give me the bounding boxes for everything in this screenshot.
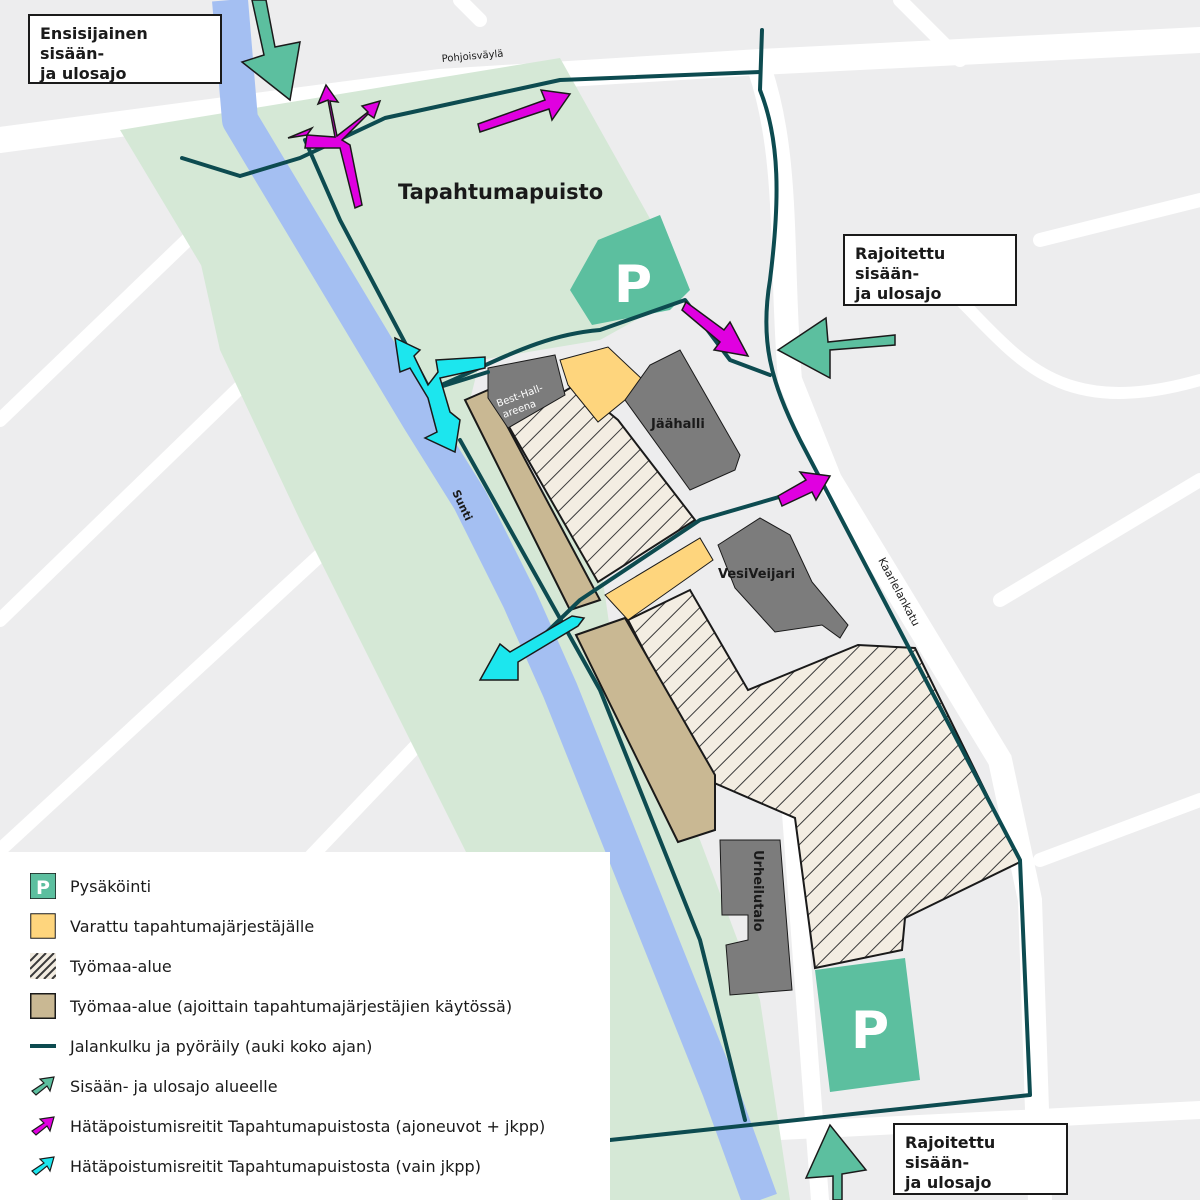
entry-arrow-north[interactable]: [240, 0, 301, 102]
street-west-3: [0, 493, 387, 857]
legend-label-entry: Sisään- ja ulosajo alueelle: [70, 1076, 278, 1096]
construction-hatch-swatch: [30, 953, 56, 979]
svg-text:P: P: [36, 877, 50, 899]
legend-item-parking: P Pysäköinti: [30, 872, 151, 900]
building-label-ice-hall: Jäähalli: [650, 417, 705, 432]
emergency-vehicle-arrows: [287, 83, 832, 508]
emergency-vehicle-arrow-northeast[interactable]: [477, 89, 572, 133]
legend-label-parking: Pysäköinti: [70, 876, 152, 896]
parking-icon: P: [30, 873, 56, 899]
legend-label-path: Jalankulku ja pyöräily (auki koko ajan): [70, 1036, 373, 1056]
emergency-vehicle-arrow-crossing[interactable]: [777, 471, 832, 508]
emergency-foot-arrow-icon: [31, 1156, 55, 1176]
path-park-inner: [428, 298, 772, 392]
legend-label-reserved: Varattu tapahtumajärjestäjälle: [70, 916, 315, 936]
reserved-area-middle: [604, 537, 714, 621]
parking-area-north: [570, 215, 690, 325]
path-river-west: [458, 438, 747, 1122]
street-north-1: [453, 0, 487, 27]
emergency-vehicle-arrow-icon: [31, 1116, 55, 1136]
callout-restricted-east: Rajoitettu sisään- ja ulosajo: [843, 234, 1017, 306]
callout-restricted-south: Rajoitettu sisään- ja ulosajo: [893, 1123, 1068, 1195]
path-network: [180, 28, 1032, 1142]
entry-arrow-south[interactable]: [804, 1123, 868, 1200]
path-west-spine: [303, 138, 490, 392]
building-vesiveijari: [717, 517, 849, 639]
map-legend: P Pysäköinti Varattu tapahtumajärjestäjä…: [0, 852, 610, 1200]
legend-label-construction-shared: Työmaa-alue (ajoittain tapahtumajärjestä…: [70, 996, 513, 1016]
path-east-loop: [608, 28, 1032, 1142]
legend-item-construction: Työmaa-alue: [30, 952, 172, 980]
building-urheilutalo: [719, 839, 793, 996]
emergency-foot-arrow-north[interactable]: [394, 336, 486, 454]
legend-label-emergency-foot: Hätäpoistumisreitit Tapahtumapuistosta (…: [70, 1156, 481, 1176]
parking-label-south: P: [851, 1001, 889, 1061]
legend-item-reserved: Varattu tapahtumajärjestäjälle: [30, 912, 314, 940]
street-label-pohjoisvayla: Pohjoisväylä: [441, 49, 504, 65]
street-east-2: [993, 473, 1200, 607]
legend-label-emergency-vehicle: Hätäpoistumisreitit Tapahtumapuistosta (…: [70, 1116, 546, 1136]
building-ice-hall: [624, 349, 741, 491]
emergency-foot-arrows: [394, 336, 586, 681]
building-besthall: [487, 354, 566, 429]
street-east-3: [1033, 793, 1200, 867]
building-label-vesiveijari: VesiVeijari: [718, 567, 795, 582]
street-kaarlelankatu: [748, 58, 1052, 1200]
construction-shared-south: [574, 616, 716, 844]
street-east-1: [1033, 193, 1200, 247]
construction-shared-west: [463, 388, 602, 612]
construction-shared-swatch: [30, 993, 56, 1019]
street-north-2: [893, 0, 967, 67]
legend-item-construction-shared: Työmaa-alue (ajoittain tapahtumajärjestä…: [30, 992, 512, 1020]
emergency-vehicle-arrow-parking[interactable]: [681, 300, 750, 358]
river-sunti: [212, 0, 777, 1200]
entry-arrow-icon: [31, 1076, 55, 1096]
entry-arrow-east[interactable]: [776, 316, 896, 380]
callout-primary-entry: Ensisijainen sisään- ja ulosajo: [28, 14, 222, 84]
path-line-swatch: [30, 1044, 56, 1048]
parking-label-north: P: [614, 255, 652, 315]
construction-area-south: [626, 588, 1022, 970]
legend-item-path: Jalankulku ja pyöräily (auki koko ajan): [30, 1032, 372, 1060]
park-name-label: Tapahtumapuisto: [398, 180, 603, 204]
emergency-vehicle-arrow-north-junction[interactable]: [287, 83, 382, 210]
reserved-area-swatch: [30, 913, 56, 939]
parking-area-south: [815, 958, 920, 1092]
legend-item-emergency-vehicle: Hätäpoistumisreitit Tapahtumapuistosta (…: [30, 1112, 545, 1140]
legend-item-entry: Sisään- ja ulosajo alueelle: [30, 1072, 278, 1100]
legend-item-emergency-foot: Hätäpoistumisreitit Tapahtumapuistosta (…: [30, 1152, 481, 1180]
legend-label-construction: Työmaa-alue: [70, 956, 172, 976]
emergency-foot-arrow-south[interactable]: [478, 615, 586, 681]
building-label-urheilutalo: Urheilutalo: [750, 850, 765, 932]
street-east-4: [954, 294, 1200, 399]
